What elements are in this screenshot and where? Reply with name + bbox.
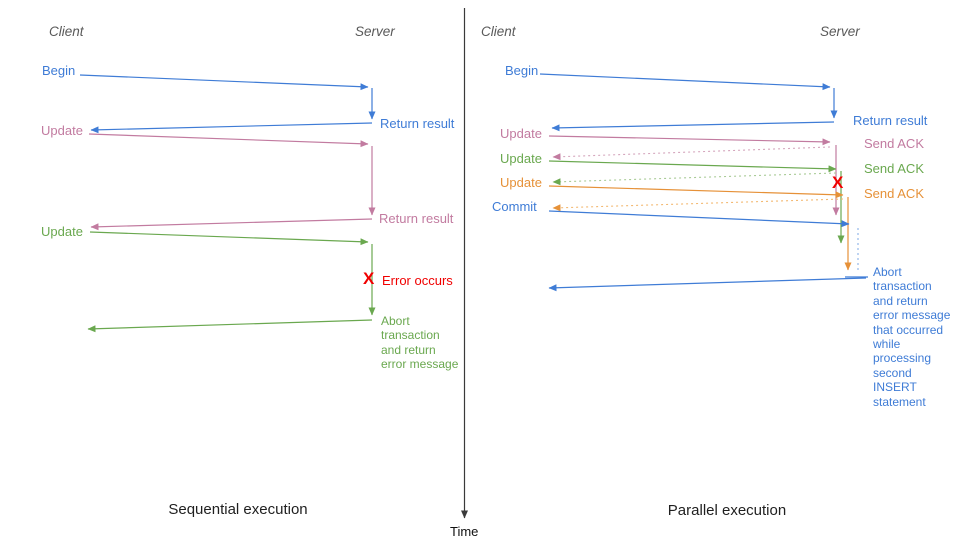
par-update-1-label: Update [500, 126, 542, 141]
par-return-result-label: Return result [853, 113, 928, 128]
par-abort-message-label: Abort transaction and return error messa… [873, 265, 951, 409]
par-update3-request-arrow [548, 185, 844, 199]
seq-abort-response-arrow [87, 319, 373, 333]
seq-abort-message-label: Abort transaction and return error messa… [381, 314, 459, 372]
seq-client-header: Client [49, 24, 84, 39]
seq-error-occurs-label: Error occurs [382, 273, 453, 288]
seq-begin-label: Begin [42, 63, 76, 78]
par-client-header: Client [481, 24, 516, 39]
seq-return-result-1-label: Return result [380, 116, 455, 131]
par-update-2-label: Update [500, 151, 542, 166]
par-ack3-dotted-arrow [552, 198, 844, 212]
seq-return-result-2-label: Return result [379, 211, 454, 226]
seq-error-x-mark: X [363, 269, 375, 288]
seq-server-header: Server [355, 24, 395, 39]
seq-update-1-label: Update [41, 123, 83, 138]
par-abort-response-arrow [548, 277, 867, 292]
seq-update1-response-arrow [90, 218, 373, 231]
time-axis-label: Time [450, 524, 479, 539]
seq-begin-request-arrow [79, 74, 369, 91]
par-update1-request-arrow [548, 135, 831, 146]
par-commit-request-arrow [548, 210, 850, 228]
par-server-header: Server [820, 24, 860, 39]
par-error-x-mark: X [832, 173, 844, 192]
seq-update2-request-arrow [89, 231, 369, 246]
par-send-ack-2-label: Send ACK [864, 161, 924, 176]
par-ack2-dotted-arrow [552, 172, 837, 186]
seq-update-2-label: Update [41, 224, 83, 239]
seq-update1-request-arrow [88, 133, 369, 148]
par-update-3-label: Update [500, 175, 542, 190]
par-ack1-dotted-arrow [552, 146, 831, 161]
par-begin-request-arrow [539, 73, 831, 91]
seq-begin-response-arrow [90, 122, 373, 134]
par-send-ack-1-label: Send ACK [864, 136, 924, 151]
seq-panel-title: Sequential execution [168, 501, 308, 518]
par-commit-label: Commit [492, 199, 537, 214]
par-send-ack-3-label: Send ACK [864, 186, 924, 201]
par-panel-title: Parallel execution [667, 502, 787, 519]
par-begin-response-arrow [551, 121, 835, 132]
par-begin-label: Begin [505, 63, 539, 78]
par-update2-request-arrow [548, 160, 837, 173]
